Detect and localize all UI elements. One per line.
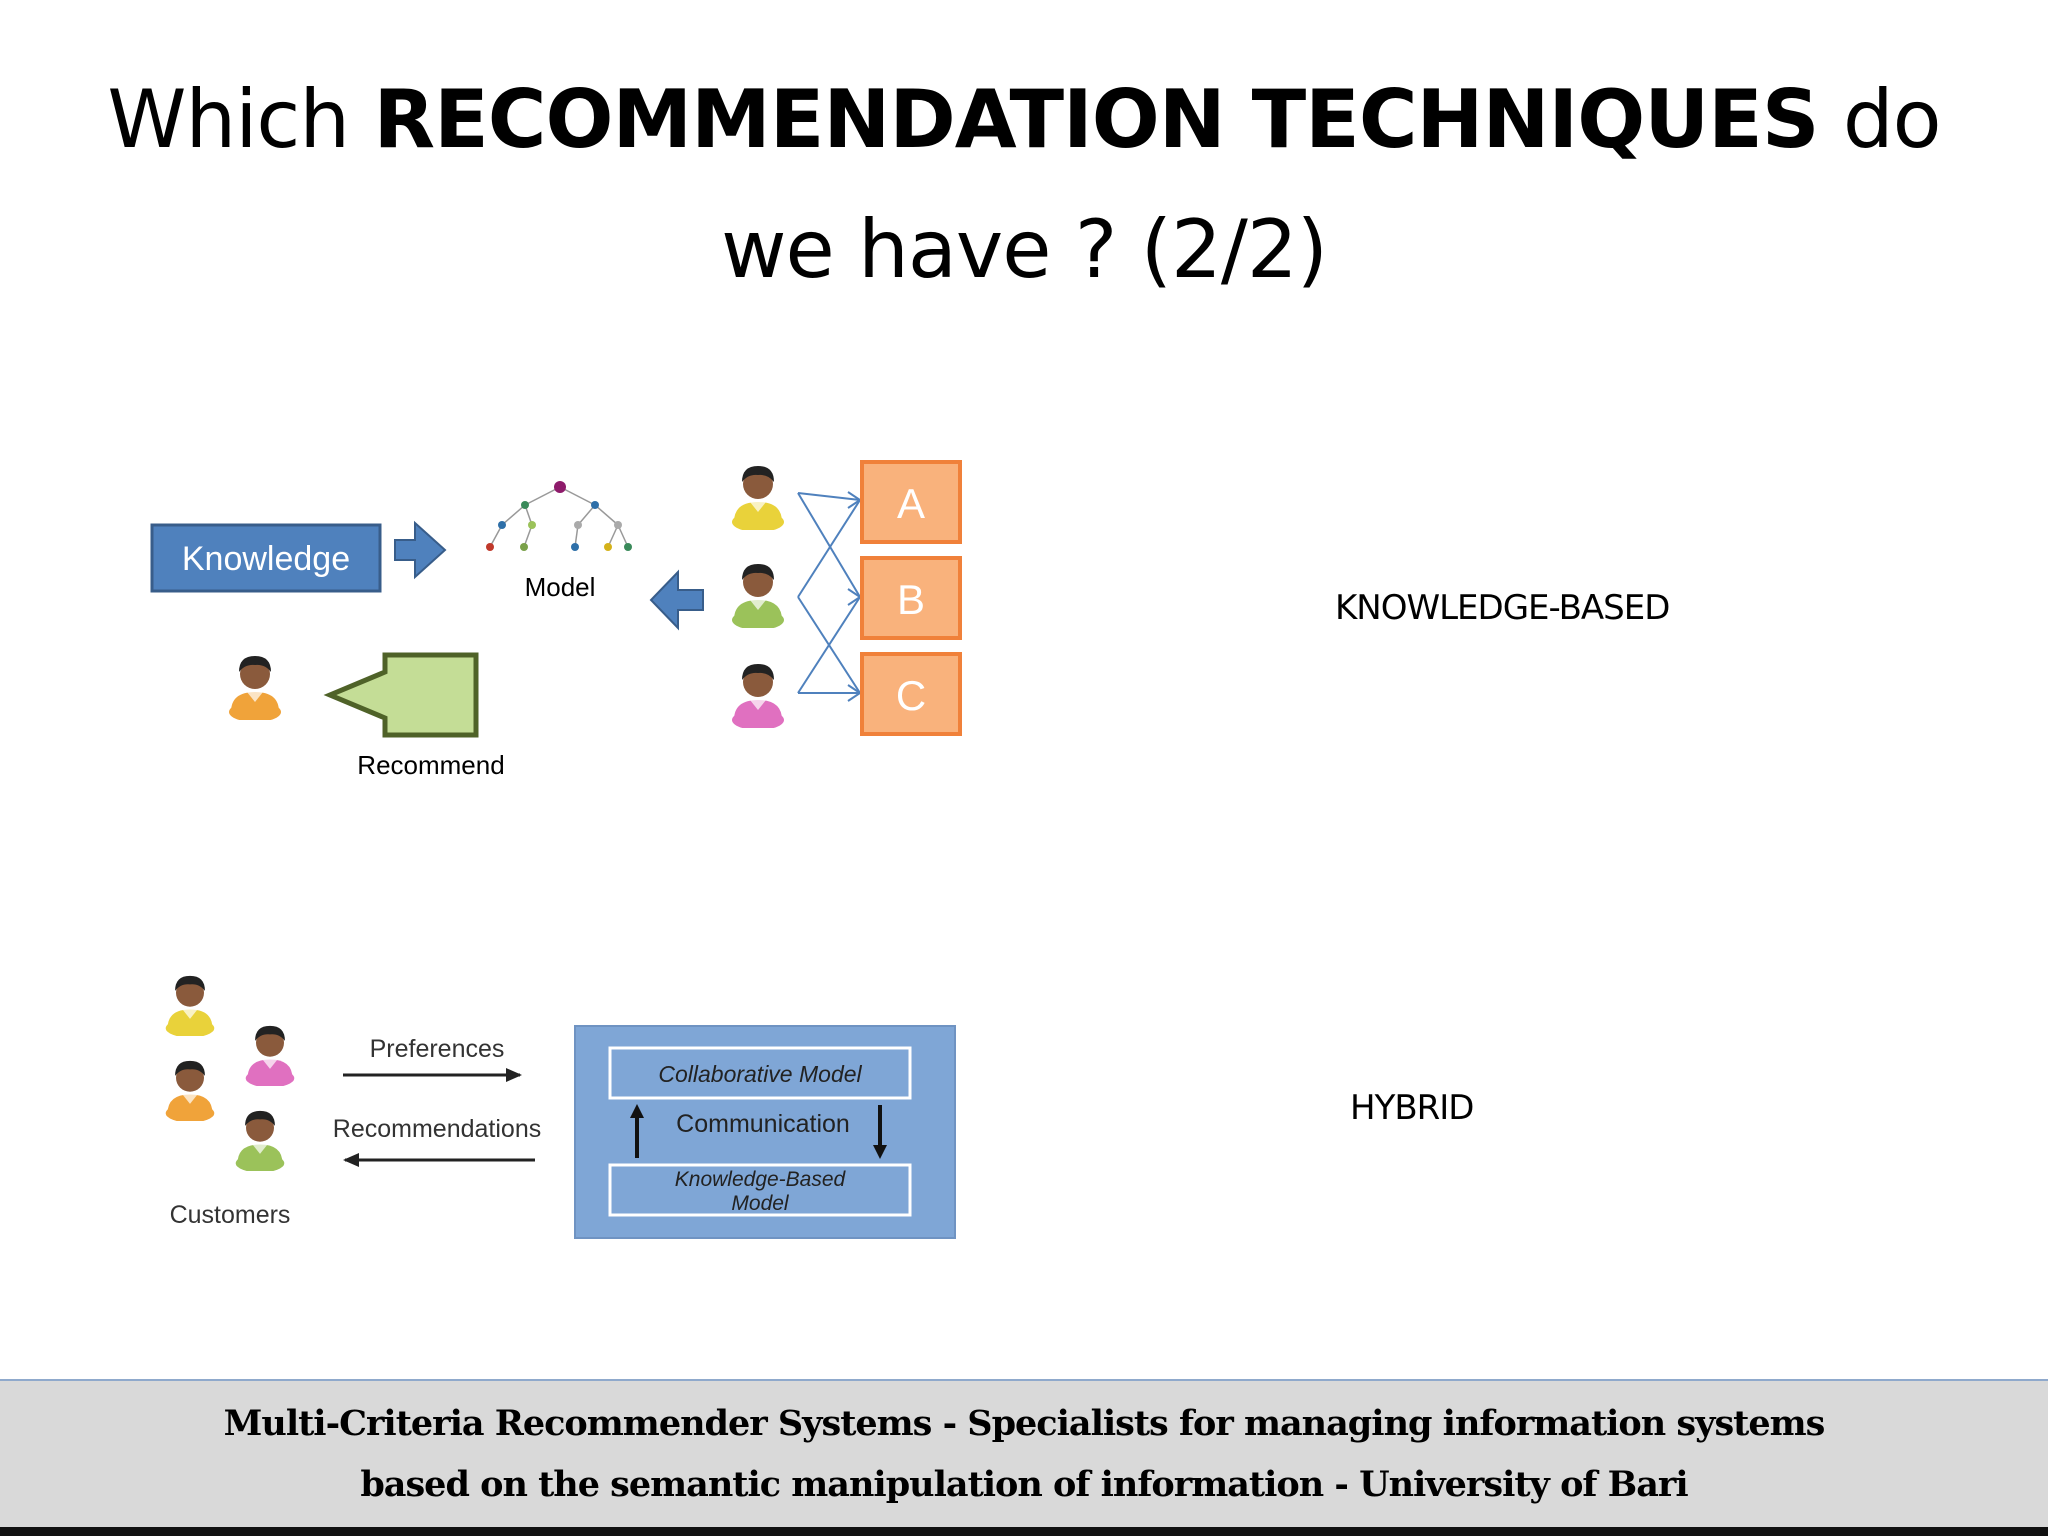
model-tree-icon [489, 486, 629, 548]
arrow-right-icon [394, 520, 447, 580]
knowledge-label: Knowledge [182, 540, 350, 578]
footer-line-2: based on the semantic manipulation of in… [360, 1464, 1688, 1505]
preferences-arrowhead-icon [506, 1068, 522, 1082]
recommend-arrow-icon [323, 652, 479, 738]
arrow-left-icon [649, 569, 704, 631]
user-icon [229, 656, 281, 722]
knowledge-based-label: KNOWLEDGE-BASED [1335, 588, 1670, 628]
hybrid-label: HYBRID [1350, 1088, 1474, 1128]
item-label-a: A [897, 480, 925, 527]
knowledge-box [150, 523, 382, 593]
title-line-1: Which RECOMMENDATION TECHNIQUES do [0, 55, 2048, 185]
rating-arrows [797, 491, 862, 702]
user-icon [732, 664, 784, 730]
collaborative-model-box [608, 1046, 912, 1100]
footer-bar [0, 1527, 2048, 1536]
customer-icon [246, 1026, 295, 1088]
model-label: Model [525, 572, 596, 602]
communication-label: Communication [676, 1110, 850, 1138]
recommendations-label: Recommendations [333, 1115, 541, 1143]
knowledge-based-model-label-2: Model [731, 1192, 790, 1215]
item-box-b [860, 556, 962, 640]
customer-icon [166, 1061, 215, 1123]
item-box-c [860, 652, 962, 736]
customers-label: Customers [170, 1201, 291, 1229]
title-post: do [1818, 73, 1942, 166]
slide-title: Which RECOMMENDATION TECHNIQUES do we ha… [0, 55, 2048, 315]
up-arrow-icon [630, 1104, 644, 1118]
customer-icon [236, 1111, 285, 1173]
down-arrow-icon [873, 1145, 887, 1159]
user-icon [732, 564, 784, 630]
title-pre: Which [107, 73, 374, 166]
recommend-label: Recommend [357, 750, 504, 780]
user-icon [732, 466, 784, 532]
model-tree-nodes [486, 481, 632, 551]
item-label-b: B [897, 576, 925, 623]
footer: Multi-Criteria Recommender Systems - Spe… [0, 1379, 2048, 1527]
title-bold: RECOMMENDATION TECHNIQUES [373, 73, 1820, 166]
hybrid-diagram: Customers Preferences Recommendations Co… [150, 960, 956, 1239]
knowledge-based-diagram: Knowledge Model A B C Recommend [150, 460, 962, 780]
recommendations-arrowhead-icon [343, 1153, 359, 1167]
preferences-label: Preferences [370, 1035, 505, 1063]
customer-icon [166, 976, 215, 1038]
footer-line-1: Multi-Criteria Recommender Systems - Spe… [223, 1403, 1826, 1444]
item-label-c: C [896, 672, 926, 719]
knowledge-based-model-label-1: Knowledge-Based [675, 1168, 847, 1191]
knowledge-based-model-box [608, 1163, 912, 1217]
collaborative-model-label: Collaborative Model [658, 1061, 862, 1087]
title-line-2: we have ? (2/2) [721, 203, 1328, 296]
item-box-a [860, 460, 962, 544]
